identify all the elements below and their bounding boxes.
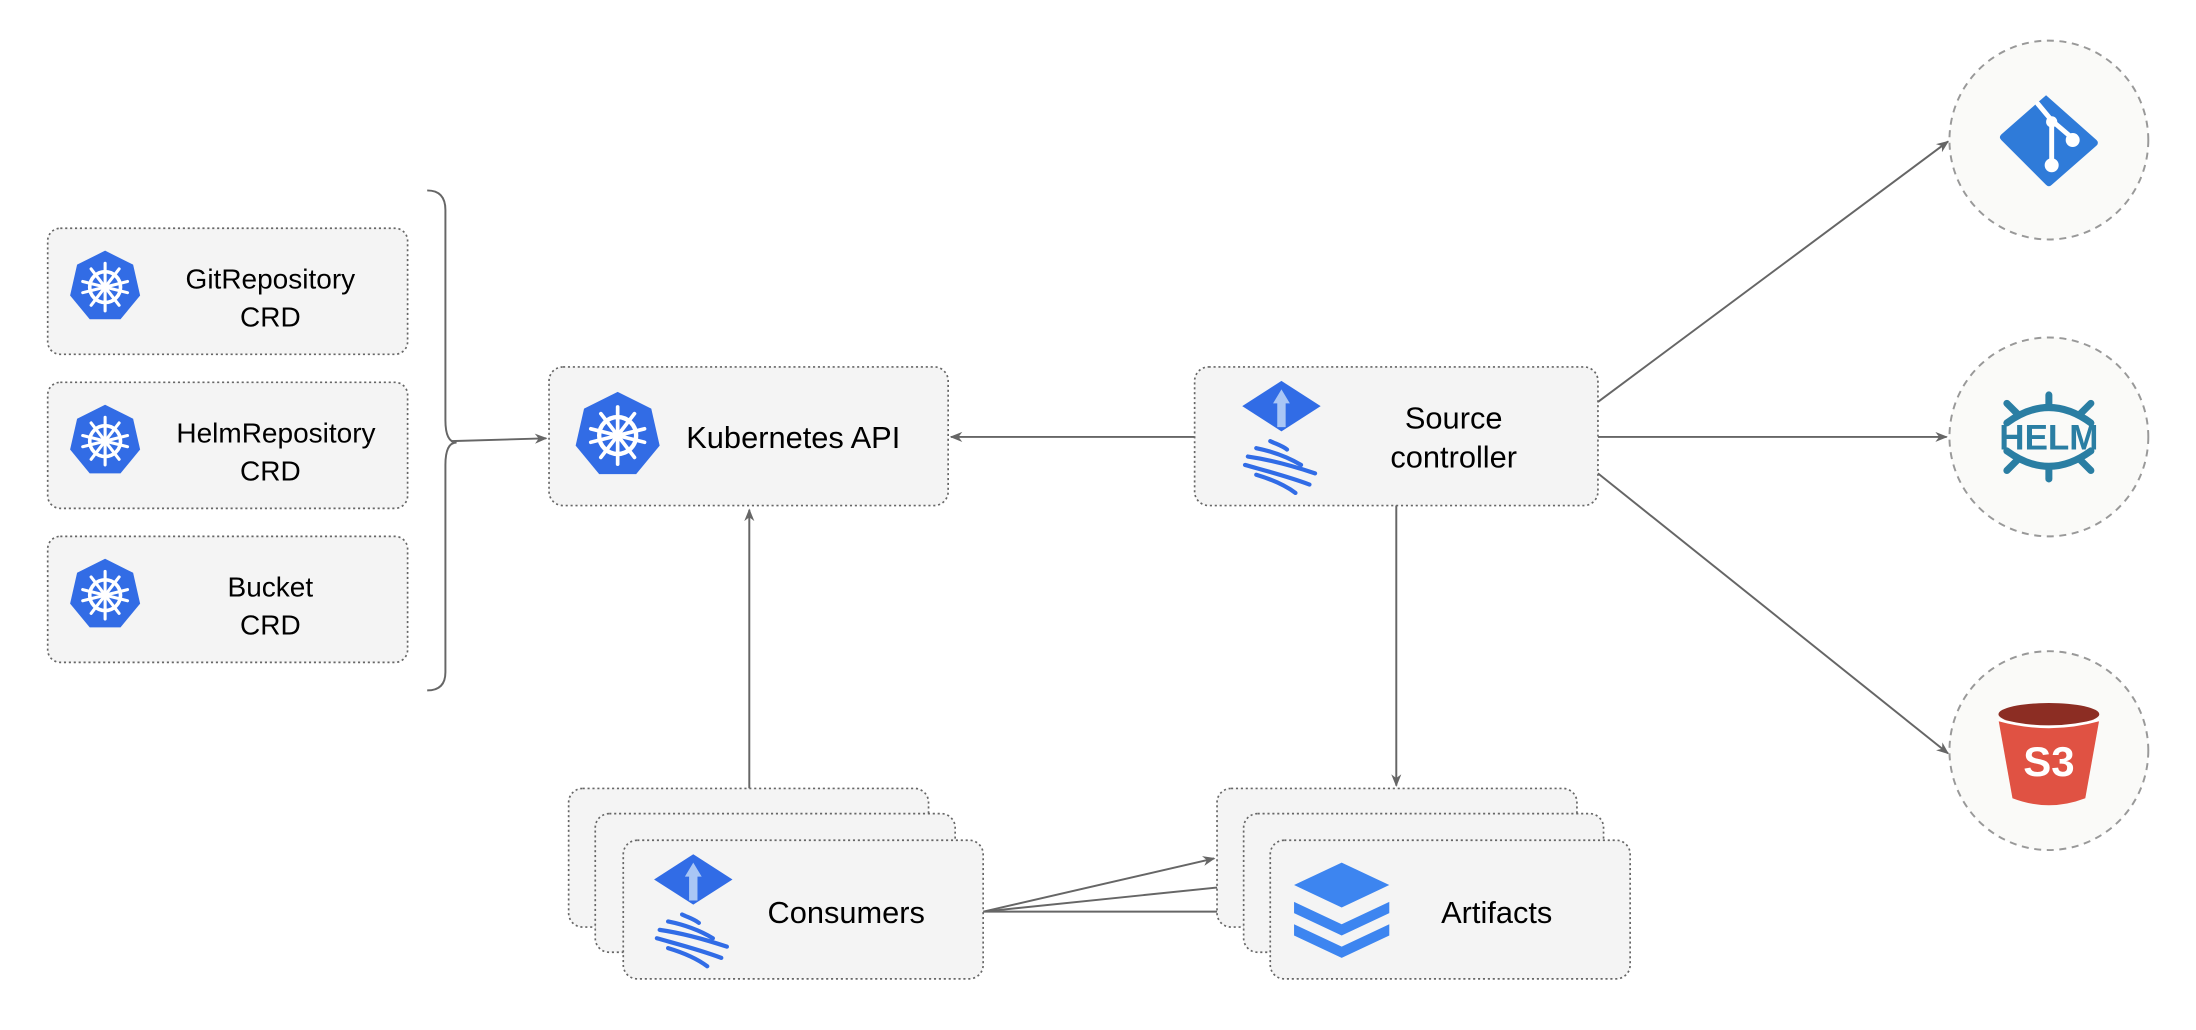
- s3-icon: S3: [1998, 703, 2100, 806]
- crd-label: Bucket: [228, 572, 314, 603]
- source-controller-sublabel: controller: [1390, 440, 1517, 475]
- artifacts-node[interactable]: Artifacts: [1216, 787, 1631, 980]
- crd-bucket[interactable]: Bucket CRD: [46, 535, 409, 664]
- edge-crds-to-api: [450, 433, 548, 444]
- edge-controller-to-git: [1597, 140, 1950, 403]
- helm-icon: HELM: [1999, 391, 2098, 483]
- crd-gitrepository[interactable]: GitRepository CRD: [46, 227, 409, 356]
- source-controller-node[interactable]: Source controller: [1193, 366, 1599, 507]
- crd-label: GitRepository: [186, 263, 356, 294]
- edge-consumers-to-artifacts-2: [983, 881, 1243, 913]
- s3-logo-text: S3: [2023, 738, 2074, 785]
- crd-sublabel: CRD: [240, 455, 301, 486]
- crd-label: HelmRepository: [176, 418, 375, 449]
- crd-helmrepository[interactable]: HelmRepository CRD: [46, 381, 409, 510]
- crd-sublabel: CRD: [240, 609, 301, 640]
- edge-consumers-to-artifacts-1: [982, 856, 1216, 913]
- git-source[interactable]: [1948, 39, 2150, 241]
- git-icon: [1999, 95, 2098, 187]
- edge-controller-to-s3: [1597, 472, 1950, 755]
- s3-source[interactable]: S3: [1948, 650, 2150, 852]
- kubernetes-api-label: Kubernetes API: [686, 420, 900, 455]
- crd-sublabel: CRD: [240, 301, 301, 332]
- source-controller-label: Source: [1405, 401, 1503, 436]
- helm-source[interactable]: HELM: [1948, 336, 2150, 538]
- crd-brace: [427, 189, 457, 692]
- kubernetes-api-node[interactable]: Kubernetes API: [548, 366, 949, 507]
- artifacts-label: Artifacts: [1441, 895, 1552, 930]
- consumers-label: Consumers: [768, 895, 925, 930]
- consumers-node[interactable]: Consumers: [567, 787, 985, 980]
- helm-logo-text: HELM: [1999, 419, 2098, 458]
